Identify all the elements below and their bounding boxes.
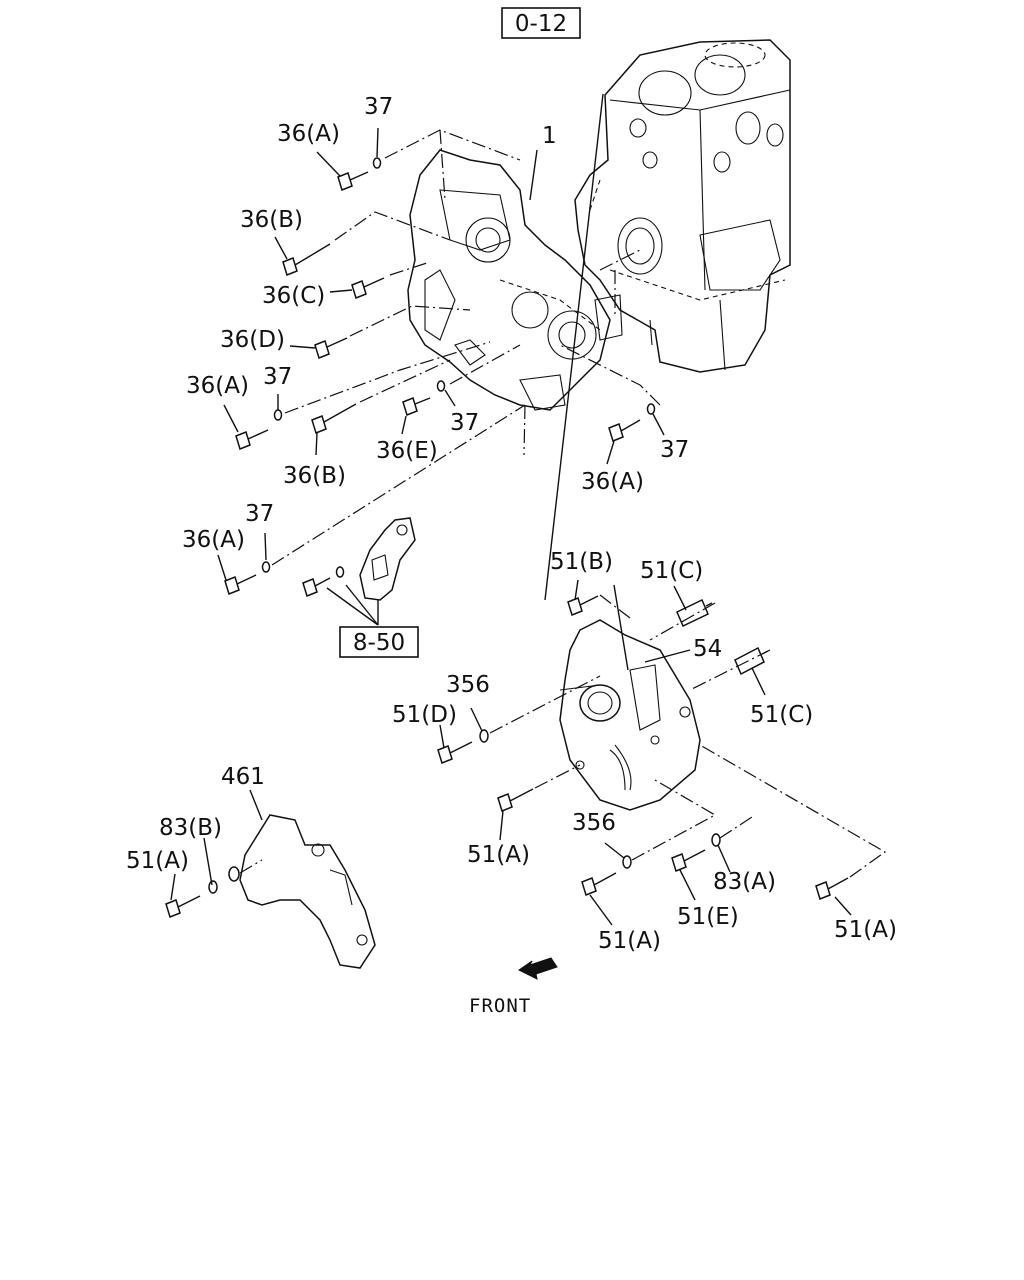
front-label: FRONT <box>469 995 531 1017</box>
callout-51c: 51(C) <box>640 558 703 584</box>
callout-36d: 36(D) <box>220 327 285 353</box>
fasteners <box>165 157 849 918</box>
callout-51c: 51(C) <box>750 702 813 728</box>
callout-36c: 36(C) <box>262 283 325 309</box>
reference-label-0-12: 0-12 <box>515 11 567 37</box>
callout-36a: 36(A) <box>186 373 249 399</box>
callout-51a: 51(A) <box>834 917 897 943</box>
timing-gear-case-drawing <box>407 149 623 411</box>
callout-37: 37 <box>263 364 292 390</box>
callout-51a: 51(A) <box>598 928 661 954</box>
callout-37: 37 <box>450 410 479 436</box>
callout-51e: 51(E) <box>677 904 739 930</box>
callout-51a: 51(A) <box>467 842 530 868</box>
callout-36e: 36(E) <box>376 438 438 464</box>
callout-461: 461 <box>221 764 265 790</box>
callout-37: 37 <box>245 501 274 527</box>
callout-labels: 1 37 36(A) 36(B) 36(C) 36(D) 36(A) 37 36… <box>126 94 897 954</box>
callout-83a: 83(A) <box>713 869 776 895</box>
assembly-lines <box>239 129 887 878</box>
callout-36a: 36(A) <box>581 469 644 495</box>
callout-54: 54 <box>693 636 722 662</box>
callout-83b: 83(B) <box>159 815 222 841</box>
front-arrow-icon <box>518 957 558 980</box>
leader-lines <box>170 93 852 926</box>
front-cover-drawing <box>559 619 701 811</box>
callout-51b: 51(B) <box>550 549 613 575</box>
callout-356: 356 <box>572 810 616 836</box>
callout-37: 37 <box>660 437 689 463</box>
shield-461-drawing <box>239 814 376 969</box>
front-direction-indicator: FRONT <box>469 957 558 1017</box>
callout-37: 37 <box>364 94 393 120</box>
reference-label-8-50: 8-50 <box>353 630 405 656</box>
reference-box-0-12: 0-12 <box>501 7 581 39</box>
engine-block-drawing <box>574 39 791 373</box>
callout-1: 1 <box>542 123 557 149</box>
callout-36a: 36(A) <box>277 121 340 147</box>
callout-36a: 36(A) <box>182 527 245 553</box>
callout-51a: 51(A) <box>126 848 189 874</box>
reference-box-8-50: 8-50 <box>339 626 419 658</box>
callout-51d: 51(D) <box>392 702 457 728</box>
callout-36b: 36(B) <box>283 463 346 489</box>
callout-36b: 36(B) <box>240 207 303 233</box>
bracket-8-50-drawing <box>359 517 416 601</box>
callout-356: 356 <box>446 672 490 698</box>
